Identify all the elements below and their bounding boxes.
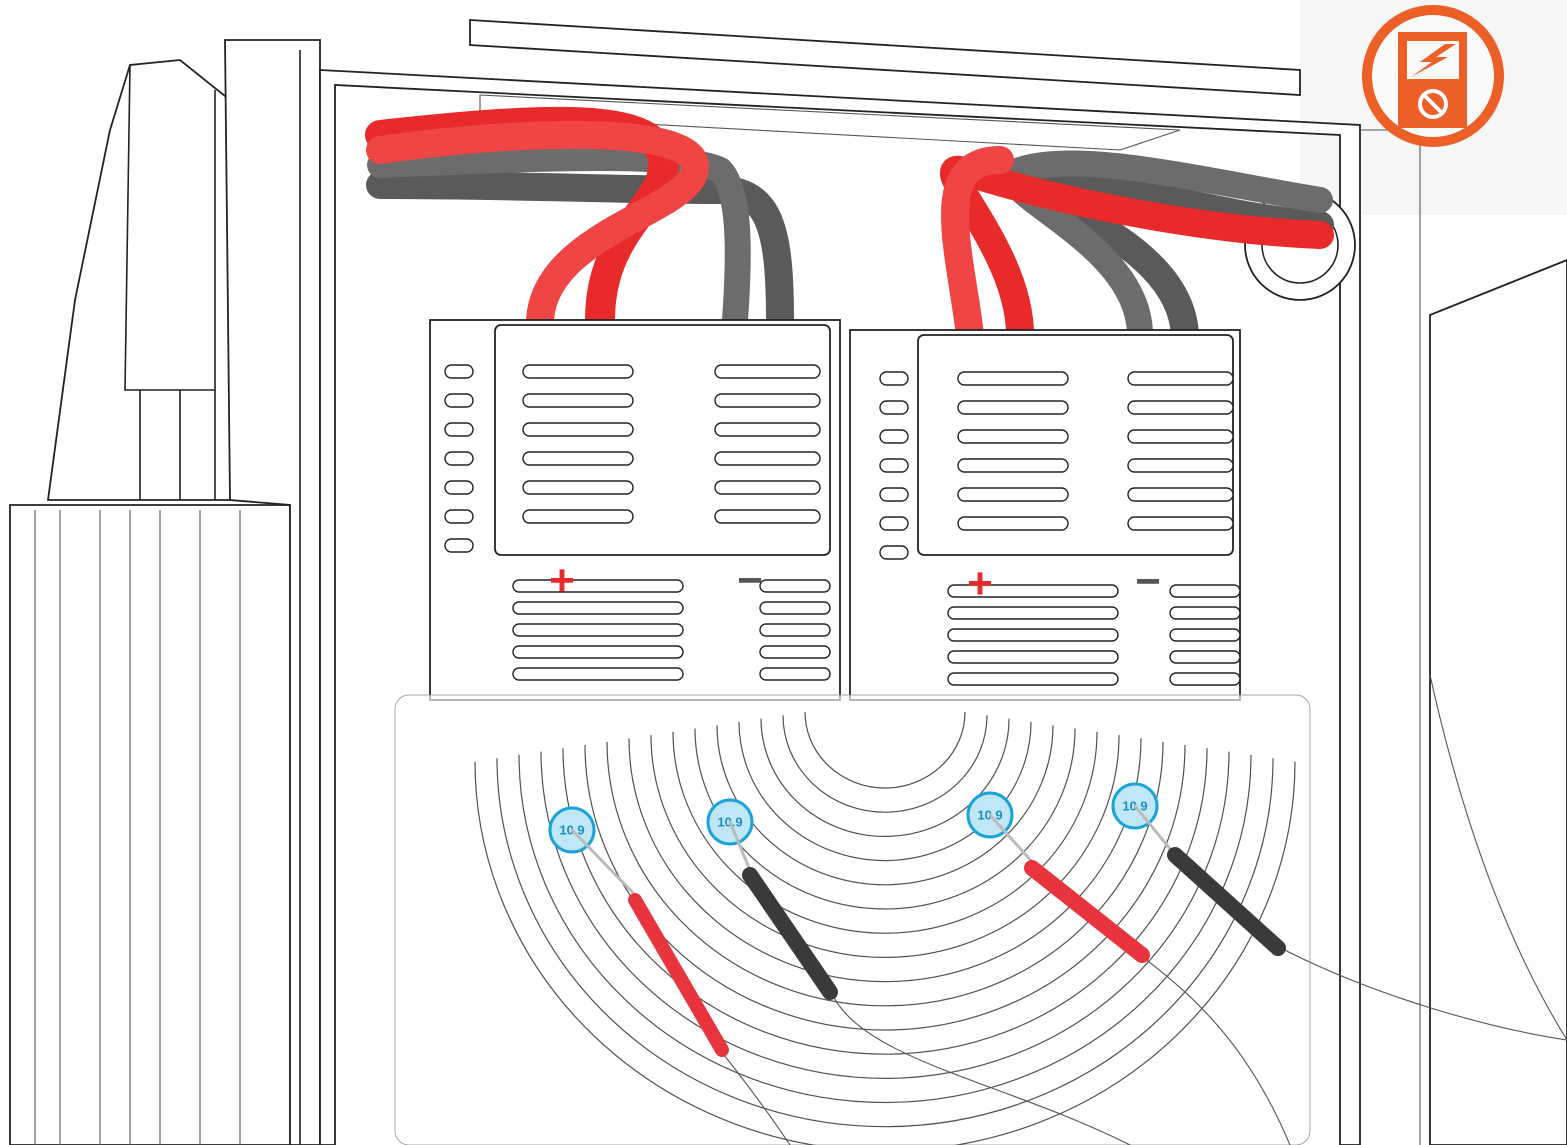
vent-slot [444,364,474,379]
vent-slot [512,645,684,659]
vent-slot [879,429,909,444]
vent-slot [714,364,821,379]
fan-guard-arc [606,741,1164,1007]
vent-slot [1169,672,1241,686]
vent-slot [522,364,634,379]
vent-slot [1169,606,1241,620]
vent-slot [957,458,1069,473]
fan-guard-arc [628,738,1142,983]
fan-guard-arc [716,725,1054,886]
vent-slot [444,538,474,553]
fan-guard-arc [562,748,1208,1055]
vent-slot [957,400,1069,415]
vent-slot [1127,487,1234,502]
vent-slot [1127,371,1234,386]
vent-slot [957,429,1069,444]
test-probes [570,804,1567,1145]
vent-slot [879,487,909,502]
fan-guard-arc [760,718,1010,837]
probe-red-1 [628,893,729,1057]
vent-slot [947,650,1119,664]
vent-slot [879,545,909,560]
vent-slot [879,516,909,531]
vent-slot [522,451,634,466]
vent-slot [957,371,1069,386]
vent-slot [879,371,909,386]
vent-slot [512,667,684,681]
fan-guard-arc [474,761,1296,1145]
vent-slot [1127,458,1234,473]
vent-slot [512,601,684,615]
vent-slot [714,393,821,408]
fan-guard-arc [650,735,1120,958]
fan-guard-arc [738,721,1032,862]
fan-guard-arc [518,754,1252,1104]
vent-slot [759,645,831,659]
fan-guard-arc [496,758,1274,1128]
power-module-right [849,329,1241,701]
vent-slot [759,579,831,593]
vent-slot [947,606,1119,620]
vent-slot [512,579,684,593]
vent-slot [522,480,634,495]
fan-guard [394,694,1311,1145]
probe-black-1 [742,867,838,1000]
vent-slot [1127,400,1234,415]
probe-black-2 [1167,847,1286,956]
vent-slot [1127,429,1234,444]
vent-slot [759,623,831,637]
vent-slot [759,667,831,681]
polarity-marks: + − + − [549,556,1161,608]
probe-red-2 [1024,860,1150,963]
minus-mark-right: − [1135,557,1161,606]
vent-slot [444,451,474,466]
vent-slot [512,623,684,637]
vent-slot [714,422,821,437]
vent-slot [714,509,821,524]
vent-slot [947,628,1119,642]
vent-slot [879,400,909,415]
vent-slot [714,480,821,495]
vent-slot [444,422,474,437]
fan-guard-arc [540,751,1230,1079]
vent-slot [759,601,831,615]
vent-slot [522,509,634,524]
fan-guard-arc [782,715,988,813]
fan-guard-arc [804,711,966,789]
vent-slot [444,393,474,408]
vent-slot [947,584,1119,598]
fan-guard-arc [672,731,1098,934]
vent-slot [879,458,909,473]
vent-slot [522,393,634,408]
power-module-left [429,319,841,701]
vent-slot [1169,650,1241,664]
vent-slot [444,480,474,495]
vent-slot [522,422,634,437]
vent-slot [947,672,1119,686]
dc-cables [365,106,1334,349]
vent-slot [1169,628,1241,642]
vent-slot [714,451,821,466]
plus-mark-left: + [549,556,575,605]
vent-slot [1169,584,1241,598]
vent-slot [444,509,474,524]
vent-slot [1127,516,1234,531]
minus-mark-left: − [737,556,763,605]
vent-slot [957,516,1069,531]
plus-mark-right: + [967,559,993,608]
multimeter-icon [1362,5,1504,147]
cabinet-frame-left [9,39,321,1145]
vent-slot [957,487,1069,502]
